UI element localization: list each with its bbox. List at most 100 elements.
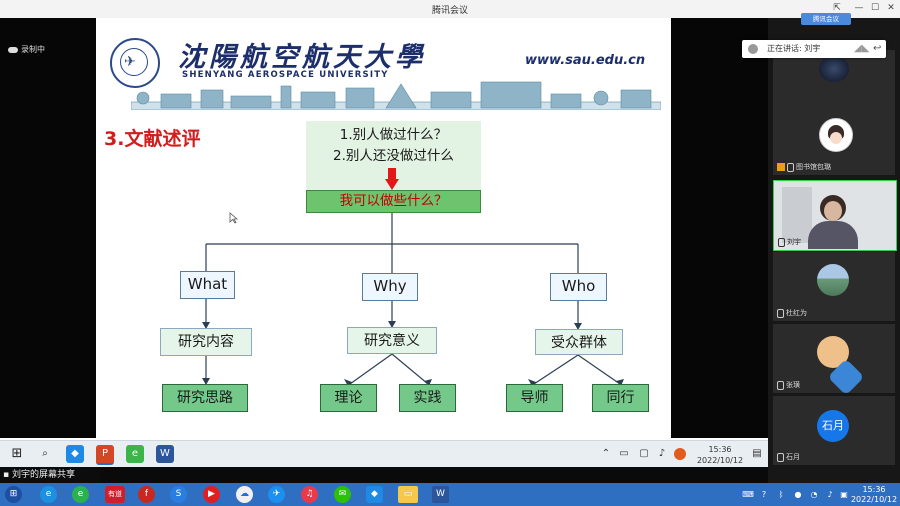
flash-icon[interactable]: f [138,486,155,503]
taskbar-clock[interactable]: 15:36 2022/10/12 [848,485,900,505]
mic-icon [787,162,794,172]
speaking-text: 正在讲话: 刘宇 [767,44,821,53]
video-app-icon[interactable]: ▶ [203,486,220,503]
window-title: 腾讯会议 [431,6,468,16]
mic-icon [777,308,784,318]
letterbox-left [0,18,96,438]
search-icon: ⌕ [42,448,48,459]
tray-keyboard-icon[interactable]: ⌨ [742,490,754,499]
window-title-bar: 腾讯会议 ⇱ — ☐ ✕ [0,0,900,19]
participant-name: 杜红为 [777,308,807,318]
node-research-content: 研究内容 [160,328,252,356]
speaker-avatar-icon [748,44,758,54]
taskbar-clock-date: 2022/10/12 [850,495,898,504]
plane-icon: ✈ [124,54,136,70]
sogou-icon[interactable]: S [170,486,187,503]
recording-indicator: 录制中 [8,44,45,55]
tray-network-icon[interactable]: ▣ [840,490,848,499]
avatar [819,118,853,152]
speaking-indicator: 正在讲话: 刘宇 ◢◣ ↩ [742,40,886,58]
tray-app-icon [674,448,686,460]
campus-skyline-illustration [131,81,661,110]
shared-clock: 15:36 2022/10/12 [695,444,745,466]
presentation-slide: ✈ 沈陽航空航天大學 SHENYANG AEROSPACE UNIVERSITY… [96,18,671,438]
logo-inner-ring [120,48,148,76]
tray-app-icon[interactable]: ● [794,490,802,499]
minimize-button[interactable]: — [854,3,864,13]
share-bar-fill [100,467,768,483]
university-url: www.sau.edu.cn [525,53,646,68]
avatar: 石月 [817,410,849,442]
node-mentor: 导师 [506,384,563,412]
word-icon[interactable]: W [432,486,449,503]
participant-panel: 阿帅 图书馆包璐 刘宇 杜红为 张璜 石月 石月 [768,18,900,483]
recording-label: 录制中 [21,45,45,54]
powerpoint-icon: P [96,445,114,465]
university-banner: ✈ 沈陽航空航天大學 SHENYANG AEROSPACE UNIVERSITY… [96,33,671,110]
node-what: What [180,271,235,299]
cloud-record-icon [8,46,18,53]
tray-volume-icon: ♪ [658,448,666,459]
participant-tile[interactable]: 杜红为 [773,252,895,321]
node-research-thinking: 研究思路 [162,384,248,412]
tray-chevron-icon: ⌃ [601,448,611,459]
meeting-badge[interactable]: 腾讯会议 [801,13,851,25]
windows-taskbar: ⊞ e e 有道 f S ▶ ☁ ✈ ♫ ✉ ◆ ▭ W ⌨ ? ᛒ ● ◔ ♪… [0,483,900,506]
ie-browser-icon[interactable]: e [40,486,57,503]
youdao-icon[interactable]: 有道 [105,486,125,503]
answer-box: 我可以做些什么？ [306,190,481,213]
node-practice: 实践 [399,384,456,412]
file-explorer-icon[interactable]: ▭ [398,486,418,503]
tencent-meeting-icon[interactable]: ◆ [366,486,383,503]
baidu-netdisk-icon[interactable]: ☁ [236,486,253,503]
participant-tile[interactable]: 张璜 [773,324,895,396]
node-peer: 同行 [592,384,649,412]
mic-icon [777,452,784,462]
section-heading: 3.文献述评 [104,124,200,151]
tray-help-icon[interactable]: ? [761,490,767,499]
feishu-icon[interactable]: ✈ [268,486,285,503]
360-browser-icon[interactable]: e [72,486,89,503]
section-title: 文献述评 [124,128,201,150]
down-arrow-icon [385,168,399,190]
participant-name: 图书馆包璐 [777,162,831,172]
music-app-icon[interactable]: ♫ [301,486,318,503]
tray-volume-icon[interactable]: ♪ [827,490,833,499]
close-button[interactable]: ✕ [887,3,895,13]
question-1: 1.别人做过什么？ [339,127,448,143]
shared-clock-time: 15:36 [708,445,732,454]
node-who: Who [550,273,607,301]
participant-tile-active[interactable]: 刘宇 [773,180,897,251]
node-why: Why [362,273,418,301]
screen-share-label[interactable]: ▪ 刘宇的屏幕共享 [0,467,103,483]
tray-bluetooth-icon[interactable]: ᛒ [778,490,784,499]
host-badge-icon [777,163,785,171]
pin-icon[interactable]: ⇱ [833,3,841,13]
participant-tile[interactable]: 图书馆包璐 [773,106,895,175]
node-research-meaning: 研究意义 [347,327,437,354]
participant-name: 张璜 [777,380,800,390]
tencent-meeting-icon: ◆ [66,445,84,463]
shared-clock-date: 2022/10/12 [696,456,744,465]
university-logo-icon: ✈ [110,38,160,88]
mic-icon [777,380,784,390]
notification-icon: ▤ [752,448,762,459]
tray-wifi-icon[interactable]: ◔ [810,490,818,499]
university-name-en: SHENYANG AEROSPACE UNIVERSITY [182,70,389,80]
mouse-cursor-icon [229,212,239,224]
tray-network-icon: ▭ [619,448,629,459]
section-number: 3. [104,128,125,150]
presenter-icon: ▪ [3,470,10,480]
audio-wave-icon: ◢◣ [854,43,870,54]
participant-tile[interactable]: 石月 石月 [773,396,895,465]
back-arrow-icon[interactable]: ↩ [873,43,882,54]
avatar [819,56,849,82]
mic-icon [778,237,785,247]
wechat-icon[interactable]: ✉ [334,486,351,503]
windows-start-icon[interactable]: ⊞ [5,486,22,503]
university-name-cn: 沈陽航空航天大學 [178,42,426,73]
node-audience: 受众群体 [535,329,623,355]
word-icon: W [156,445,174,463]
maximize-button[interactable]: ☐ [870,3,880,13]
question-2: 2.别人还没做过什么 [333,148,454,164]
